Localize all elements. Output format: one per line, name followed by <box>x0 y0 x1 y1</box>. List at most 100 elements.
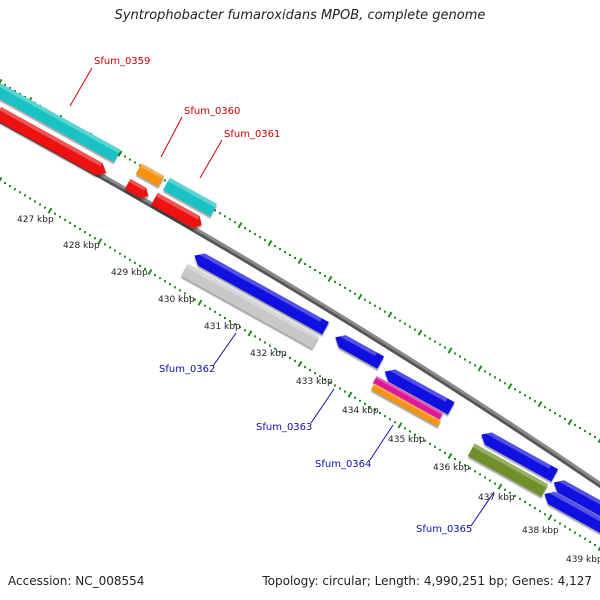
outer-track-minor-tick <box>249 230 251 233</box>
inner-track-minor-tick <box>229 320 231 323</box>
inner-track-minor-tick <box>309 369 311 372</box>
outer-track-major-tick <box>507 383 513 390</box>
inner-track-minor-tick <box>464 464 466 467</box>
kbp-label: 433 kbp <box>296 377 333 387</box>
inner-track-minor-tick <box>64 218 66 221</box>
inner-track-minor-tick <box>314 372 316 375</box>
inner-track-minor-tick <box>534 507 536 510</box>
outer-track-minor-tick <box>514 388 516 391</box>
gene-leader-line <box>212 332 237 367</box>
inner-track-minor-tick <box>529 504 531 507</box>
outer-track-minor-tick <box>574 424 576 427</box>
gene-leader-line <box>470 491 495 527</box>
outer-track-minor-tick <box>484 370 486 373</box>
outer-track-minor-tick <box>124 155 126 158</box>
inner-track-minor-tick <box>369 405 371 408</box>
gene-leader-line <box>369 424 394 461</box>
inner-track-major-tick <box>297 360 303 368</box>
outer-track-minor-tick <box>349 289 351 292</box>
inner-track-minor-tick <box>14 188 16 191</box>
accession-text: Accession: NC_008554 <box>8 574 145 588</box>
inner-track-minor-tick <box>124 255 126 258</box>
inner-track-minor-tick <box>584 537 586 540</box>
gene-bar-red-2 <box>124 178 149 199</box>
gene-bar-cyan-1-body <box>0 81 121 163</box>
outer-track-minor-tick <box>129 158 131 161</box>
gene-bar-cyan-1 <box>0 81 121 163</box>
outer-track-minor-tick <box>319 271 321 274</box>
gene-bar-blue-5-highlight <box>555 476 600 505</box>
inner-track-minor-tick <box>444 451 446 454</box>
outer-track-minor-tick <box>424 334 426 337</box>
gene-bar-grey-1-highlight <box>185 263 319 340</box>
inner-track-minor-tick <box>174 286 176 289</box>
kbp-label: 437 kbp <box>478 493 515 503</box>
inner-track-minor-tick <box>384 415 386 418</box>
inner-track-minor-tick <box>319 375 321 378</box>
outer-track-minor-tick <box>324 274 326 277</box>
gene-leader-line <box>69 67 93 107</box>
gene-bar-blue-2-highlight <box>336 331 378 357</box>
inner-track-minor-tick <box>544 513 546 516</box>
inner-track-minor-tick <box>364 402 366 405</box>
outer-track-minor-tick <box>134 161 136 164</box>
inner-track-major-tick <box>347 391 353 398</box>
gene-bar-red-2-highlight <box>128 178 147 191</box>
outer-track-minor-tick <box>584 430 586 433</box>
outer-track-major-tick <box>117 150 123 157</box>
inner-track-minor-tick <box>469 467 471 470</box>
inner-track-major-tick <box>97 238 103 245</box>
inner-track-minor-tick <box>19 191 21 194</box>
inner-track-minor-tick <box>429 442 431 445</box>
outer-track-minor-tick <box>464 358 466 361</box>
gene-bar-orange-1-highlight <box>139 163 165 179</box>
gene-bar-red-1-body <box>0 106 107 176</box>
inner-track-minor-tick <box>539 510 541 513</box>
gene-label: Sfum_0360 <box>184 106 240 117</box>
inner-track-minor-tick <box>339 387 341 390</box>
inner-tick-track <box>0 176 600 552</box>
gene-leader-line <box>310 388 335 424</box>
inner-track-minor-tick <box>374 409 376 411</box>
map-title: Syntrophobacter fumaroxidans MPOB, compl… <box>114 8 486 23</box>
inner-track-minor-tick <box>179 289 181 292</box>
inner-track-minor-tick <box>94 237 96 240</box>
inner-track-minor-tick <box>134 261 136 264</box>
gene-bar-cyan-2 <box>162 177 218 217</box>
gene-bar-magenta-1-body <box>372 376 444 420</box>
inner-track-minor-tick <box>519 497 521 500</box>
inner-track-minor-tick <box>509 491 511 494</box>
gene-bar-red-3-body <box>150 192 202 229</box>
inner-track-minor-tick <box>9 185 11 188</box>
outer-track-major-tick <box>567 419 573 426</box>
inner-track-minor-tick <box>69 221 71 224</box>
kbp-label: 427 kbp <box>17 215 54 225</box>
inner-track-minor-tick <box>104 243 106 246</box>
inner-track-minor-tick <box>459 461 461 464</box>
inner-track-minor-tick <box>569 528 571 531</box>
topology-summary: Topology: circular; Length: 4,990,251 bp… <box>262 574 592 588</box>
inner-track-minor-tick <box>344 390 346 393</box>
gene-bar-olive-1-body <box>467 443 549 497</box>
outer-track-major-tick <box>297 257 303 265</box>
outer-track-minor-tick <box>404 322 406 325</box>
inner-track-minor-tick <box>304 366 306 369</box>
inner-track-major-tick <box>197 299 203 306</box>
gene-callouts: Sfum_0359Sfum_0360Sfum_0361Sfum_0362Sfum… <box>69 56 495 535</box>
gene-bar-orange-2-body <box>371 383 441 427</box>
gene-bar-magenta-1-highlight <box>375 376 444 415</box>
inner-track-minor-tick <box>244 329 246 332</box>
inner-track-minor-tick <box>504 488 506 491</box>
outer-track-minor-tick <box>374 304 376 307</box>
gene-bar-blue-6 <box>544 487 600 535</box>
gene-bar-blue-1-body <box>194 253 329 335</box>
gene-bar-grey-1-body <box>181 263 319 349</box>
outer-track-minor-tick <box>244 227 246 230</box>
inner-track-minor-tick <box>109 246 111 249</box>
gene-bar-grey-1 <box>181 263 319 349</box>
gene-bar-cyan-2-body <box>162 177 218 217</box>
outer-track-minor-tick <box>414 328 416 331</box>
outer-track-major-tick <box>327 275 333 282</box>
outer-track-minor-tick <box>354 292 356 295</box>
outer-track-minor-tick <box>409 325 411 328</box>
